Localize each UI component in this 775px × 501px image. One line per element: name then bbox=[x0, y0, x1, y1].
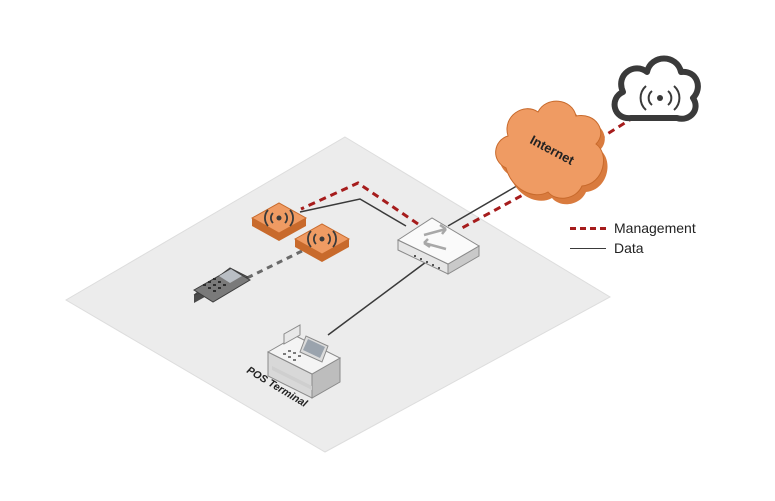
legend-item-data: Data bbox=[570, 238, 696, 258]
wireless-access-point-icon bbox=[250, 202, 308, 241]
management-links bbox=[300, 102, 656, 230]
data-link-ap-switch bbox=[299, 198, 407, 227]
legend-item-management: Management bbox=[570, 218, 696, 238]
wireless-cloud-icon bbox=[611, 55, 701, 122]
legend-label-management: Management bbox=[614, 220, 696, 236]
network-switch-icon bbox=[396, 217, 480, 275]
data-link-switch-internet bbox=[447, 179, 528, 227]
data-link-switch-pos bbox=[327, 261, 427, 336]
legend: Management Data bbox=[570, 218, 696, 258]
internet-cloud-icon: Internet bbox=[495, 100, 608, 205]
management-link-internet-switch bbox=[461, 188, 533, 230]
data-line-swatch bbox=[570, 247, 606, 249]
management-link-switch-ap bbox=[300, 181, 419, 226]
legend-label-data: Data bbox=[614, 240, 644, 256]
floor-plane bbox=[65, 136, 612, 453]
handheld-payment-terminal-icon bbox=[193, 267, 251, 303]
management-line-swatch bbox=[570, 226, 606, 230]
data-links bbox=[299, 179, 528, 336]
pos-terminal-icon bbox=[266, 324, 342, 399]
wireless-access-point-icon bbox=[293, 223, 351, 262]
